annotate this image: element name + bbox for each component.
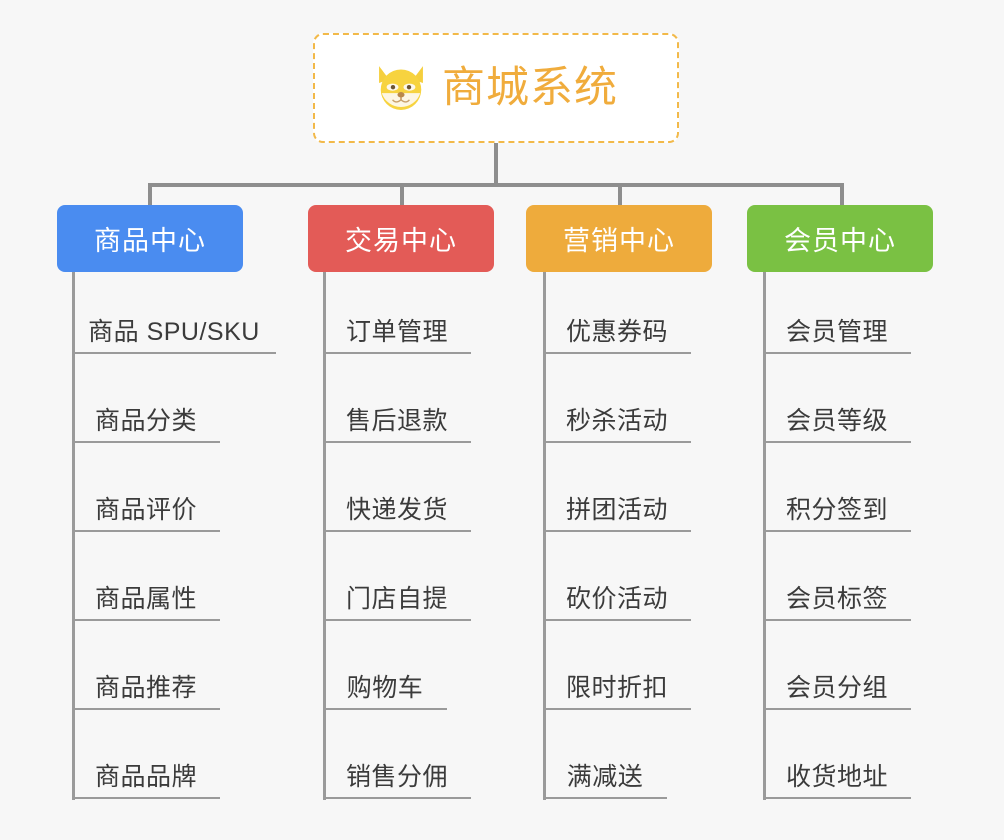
leaf-item[interactable]: 商品推荐	[72, 628, 220, 710]
branch-header-label: 交易中心	[345, 226, 457, 256]
leaf-item-label: 商品评价	[94, 495, 197, 524]
connector-drop-branch-1	[148, 183, 152, 205]
connector-drop-branch-4	[840, 183, 844, 205]
leaf-item-label: 购物车	[346, 673, 424, 702]
leaf-item-label: 商品 SPU/SKU	[88, 317, 260, 346]
root-title: 商城系统	[442, 63, 618, 112]
leaf-item-label: 订单管理	[345, 317, 448, 346]
leaf-item-label: 满减送	[566, 762, 644, 791]
leaf-item-label: 商品属性	[94, 584, 197, 613]
branch-header-商品中心[interactable]: 商品中心	[57, 205, 243, 272]
leaf-item[interactable]: 销售分佣	[323, 717, 471, 799]
leaf-item[interactable]: 会员标签	[763, 539, 911, 621]
branch-header-label: 营销中心	[563, 226, 675, 256]
leaf-item-label: 会员分组	[785, 673, 888, 702]
leaf-item-label: 会员管理	[785, 317, 888, 346]
connector-horizontal-bus	[148, 183, 844, 187]
leaf-item-label: 砍价活动	[565, 584, 668, 613]
branch-spine	[323, 272, 326, 800]
leaf-item-label: 积分签到	[785, 495, 888, 524]
branch-header-label: 会员中心	[784, 226, 896, 256]
leaf-item[interactable]: 积分签到	[763, 450, 911, 532]
branch-header-交易中心[interactable]: 交易中心	[308, 205, 494, 272]
leaf-item[interactable]: 售后退款	[323, 361, 471, 443]
leaf-item[interactable]: 优惠券码	[543, 272, 691, 354]
leaf-item-label: 售后退款	[345, 406, 448, 435]
branch-spine	[72, 272, 75, 800]
leaf-item[interactable]: 拼团活动	[543, 450, 691, 532]
root-node[interactable]: 商城系统	[313, 33, 679, 143]
shiba-dog-face-icon	[379, 66, 423, 110]
leaf-item[interactable]: 门店自提	[323, 539, 471, 621]
leaf-item-label: 优惠券码	[565, 317, 668, 346]
connector-root-stem	[494, 143, 498, 185]
leaf-item-label: 销售分佣	[345, 762, 448, 791]
leaf-item-label: 商品品牌	[94, 762, 197, 791]
leaf-item-label: 限时折扣	[565, 673, 668, 702]
leaf-item[interactable]: 商品品牌	[72, 717, 220, 799]
leaf-item-label: 拼团活动	[565, 495, 668, 524]
leaf-item[interactable]: 商品分类	[72, 361, 220, 443]
leaf-item-label: 收货地址	[785, 762, 888, 791]
leaf-item[interactable]: 收货地址	[763, 717, 911, 799]
branch-header-会员中心[interactable]: 会员中心	[747, 205, 933, 272]
leaf-item-label: 秒杀活动	[565, 406, 668, 435]
leaf-item[interactable]: 快递发货	[323, 450, 471, 532]
leaf-item-label: 会员标签	[785, 584, 888, 613]
leaf-item[interactable]: 砍价活动	[543, 539, 691, 621]
leaf-item[interactable]: 商品评价	[72, 450, 220, 532]
branch-header-label: 商品中心	[94, 226, 206, 256]
leaf-item[interactable]: 满减送	[543, 717, 667, 799]
leaf-item[interactable]: 商品属性	[72, 539, 220, 621]
leaf-item-label: 快递发货	[345, 495, 448, 524]
connector-drop-branch-3	[618, 183, 622, 205]
leaf-item-label: 商品分类	[94, 406, 197, 435]
branch-header-营销中心[interactable]: 营销中心	[526, 205, 712, 272]
leaf-item[interactable]: 会员等级	[763, 361, 911, 443]
leaf-item[interactable]: 订单管理	[323, 272, 471, 354]
leaf-item-label: 门店自提	[345, 584, 448, 613]
branch-spine	[543, 272, 546, 800]
leaf-item[interactable]: 限时折扣	[543, 628, 691, 710]
leaf-item[interactable]: 商品 SPU/SKU	[72, 272, 276, 354]
leaf-item-label: 商品推荐	[94, 673, 197, 702]
leaf-item[interactable]: 购物车	[323, 628, 447, 710]
leaf-item-label: 会员等级	[785, 406, 888, 435]
connector-drop-branch-2	[400, 183, 404, 205]
leaf-item[interactable]: 秒杀活动	[543, 361, 691, 443]
leaf-item[interactable]: 会员分组	[763, 628, 911, 710]
branch-spine	[763, 272, 766, 800]
leaf-item[interactable]: 会员管理	[763, 272, 911, 354]
